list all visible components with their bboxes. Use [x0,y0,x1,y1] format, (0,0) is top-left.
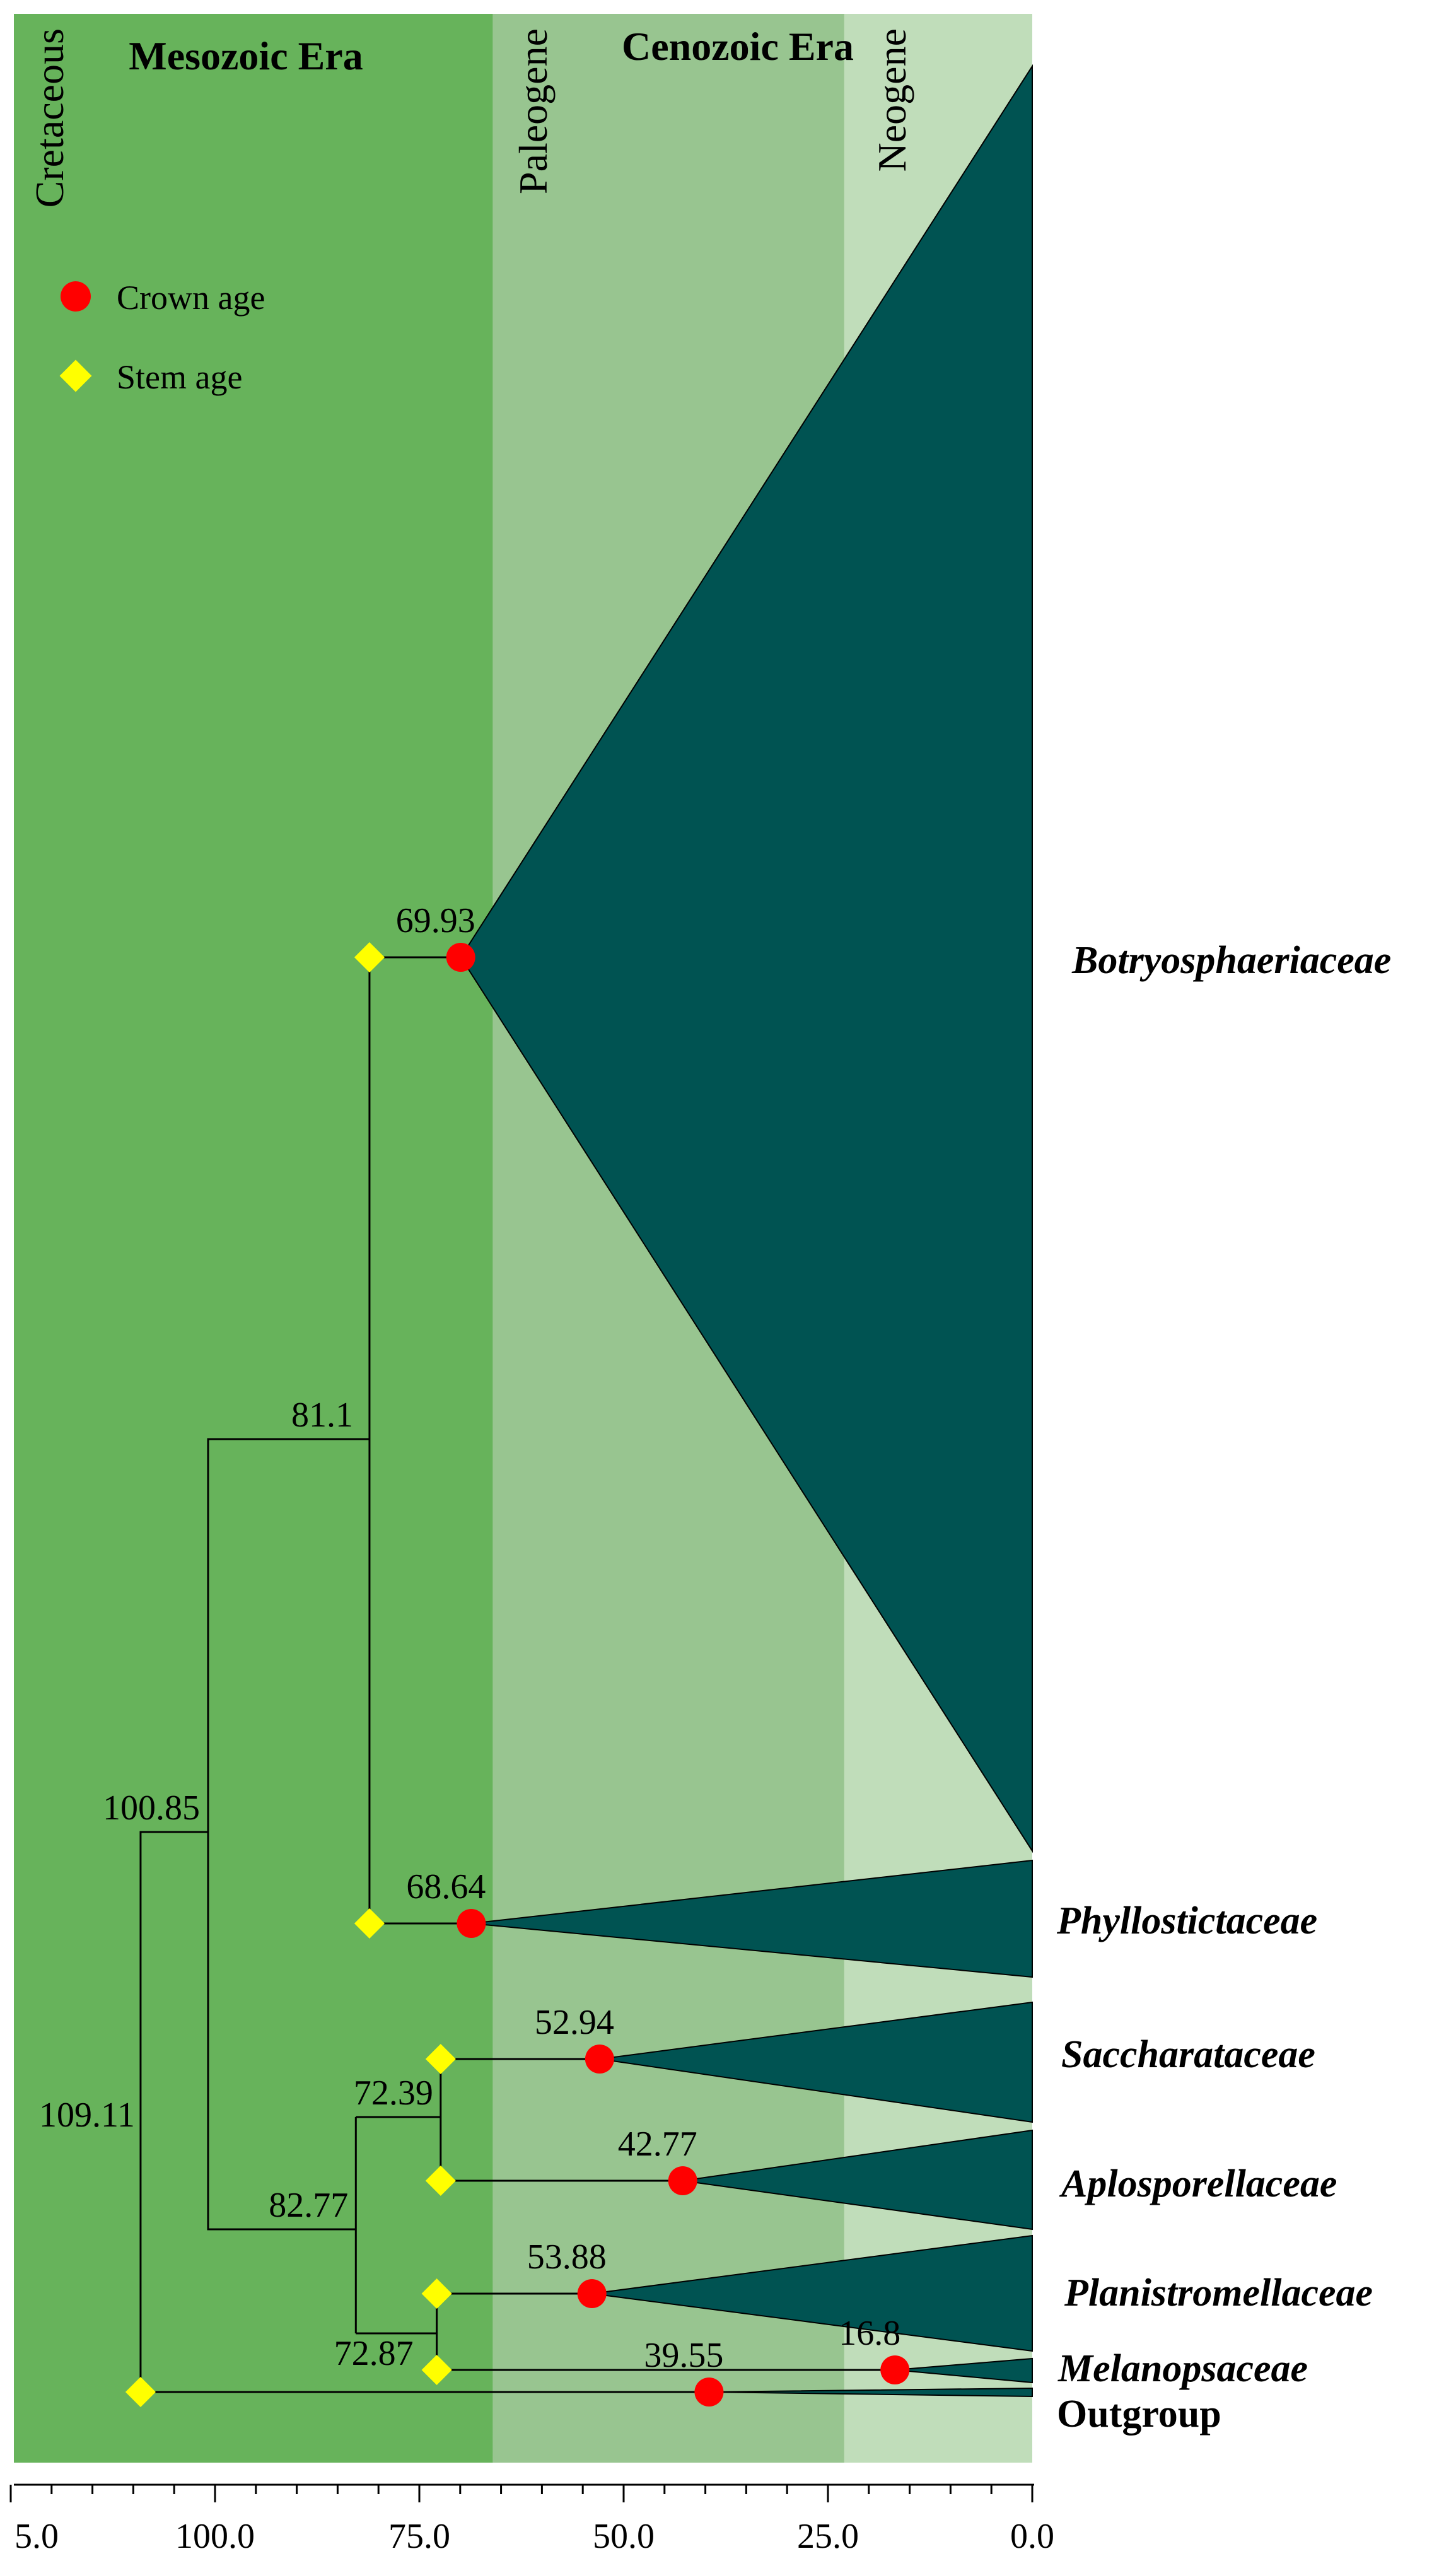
axis-tick-label: 75.0 [388,2517,450,2556]
legend-crown-label: Crown age [117,279,265,317]
aplosporellaceae-clade [682,2129,1033,2231]
outgroup-markers [125,2376,724,2408]
clade-name-saccharataceae: Saccharataceae [1061,2033,1315,2076]
melanopsaceae-clade [895,2357,1033,2384]
node-age-label: 72.39 [354,2074,433,2113]
clade-name-phyllostictaceae: Phyllostictaceae [1056,1899,1317,1942]
age-markers [125,942,910,2408]
crown-age-marker-icon [694,2378,724,2407]
crown-age-marker-icon [457,1909,486,1938]
legend: Crown age Stem age [59,279,265,396]
stem-age-marker-icon [421,2354,452,2386]
clade-name-outgroup: Outgroup [1057,2393,1221,2436]
axis-tick-label: 50.0 [593,2517,655,2556]
neogene-period-label: Neogene [870,28,914,172]
clade-name-melanopsaceae: Melanopsaceae [1057,2347,1308,2390]
crown-age-labels: 69.93 68.64 52.94 42.77 53.88 16.8 39.55 [396,901,901,2375]
axis-tick-labels: 5.0 100.0 75.0 50.0 25.0 0.0 [15,2517,1054,2556]
clade-name-botryosphaeriaceae: Botryosphaeriaceae [1071,939,1391,982]
node-age-label: 81.1 [291,1396,353,1435]
crown-age-label: 68.64 [406,1867,486,1906]
crown-age-label: 52.94 [535,2003,614,2042]
crown-age-marker-icon [446,943,475,972]
collapsed-clades [460,64,1033,2398]
saccharataceae-clade [599,2001,1033,2123]
crown-age-label: 42.77 [618,2125,697,2164]
branch-node-109 [139,1831,208,2392]
branch-node-100 [207,1438,370,2231]
stem-age-marker-icon [59,359,92,392]
stem-age-marker-icon [125,2376,156,2408]
cenozoic-era-label: Cenozoic Era [622,24,854,69]
crown-age-label: 39.55 [644,2336,723,2375]
paleogene-period-label: Paleogene [511,28,556,194]
aplosporellaceae-markers [425,2165,697,2197]
node-age-label: 82.77 [269,2186,348,2225]
crown-age-marker-icon [577,2279,607,2308]
branch-node-82 [354,2116,441,2335]
cretaceous-period-label: Cretaceous [27,28,72,207]
crown-age-marker-icon [880,2355,910,2384]
legend-stem-label: Stem age [117,358,242,396]
branch-leaves [140,956,895,2393]
saccharataceae-markers [425,2043,614,2075]
phyllostictaceae-markers [354,1908,486,1939]
crown-age-marker-icon [61,281,91,312]
melanopsaceae-markers [421,2354,910,2386]
node-age-label: 72.87 [334,2334,414,2373]
cretaceous-band [14,14,493,2463]
stem-age-marker-icon [425,2165,456,2197]
planistromellaceae-clade [591,2234,1033,2352]
outgroup-clade [709,2387,1033,2398]
axis-minor-ticks [50,2485,993,2494]
axis-tick-label: 25.0 [797,2517,859,2556]
botryosphaeriaceae-clade [460,64,1033,1853]
crown-age-label: 69.93 [396,901,475,940]
axis-tick-label: 5.0 [15,2517,59,2556]
axis-tick-label: 100.0 [175,2517,255,2556]
tree-branches [139,956,895,2393]
node-age-label: 100.85 [103,1788,200,1828]
axis-tick-label: 0.0 [1010,2517,1054,2556]
crown-age-label: 53.88 [527,2238,607,2277]
phyllostictaceae-clade [471,1859,1033,1978]
clade-names: Botryosphaeriaceae Phyllostictaceae Sacc… [1056,939,1391,2436]
mesozoic-era-label: Mesozoic Era [129,33,363,78]
node-age-labels: 81.1 100.85 109.11 82.77 72.39 72.87 [39,1396,433,2373]
planistromellaceae-markers [421,2278,607,2309]
clade-name-aplosporellaceae: Aplosporellaceae [1059,2162,1337,2205]
stem-age-marker-icon [354,1908,385,1939]
crown-age-marker-icon [585,2045,614,2074]
crown-age-label: 16.8 [839,2314,900,2353]
time-axis [9,2483,1034,2502]
stem-age-marker-icon [425,2043,456,2075]
clade-name-planistromellaceae: Planistromellaceae [1064,2272,1373,2314]
node-age-label: 109.11 [39,2096,135,2135]
stem-age-marker-icon [421,2278,452,2309]
crown-age-marker-icon [668,2166,697,2195]
